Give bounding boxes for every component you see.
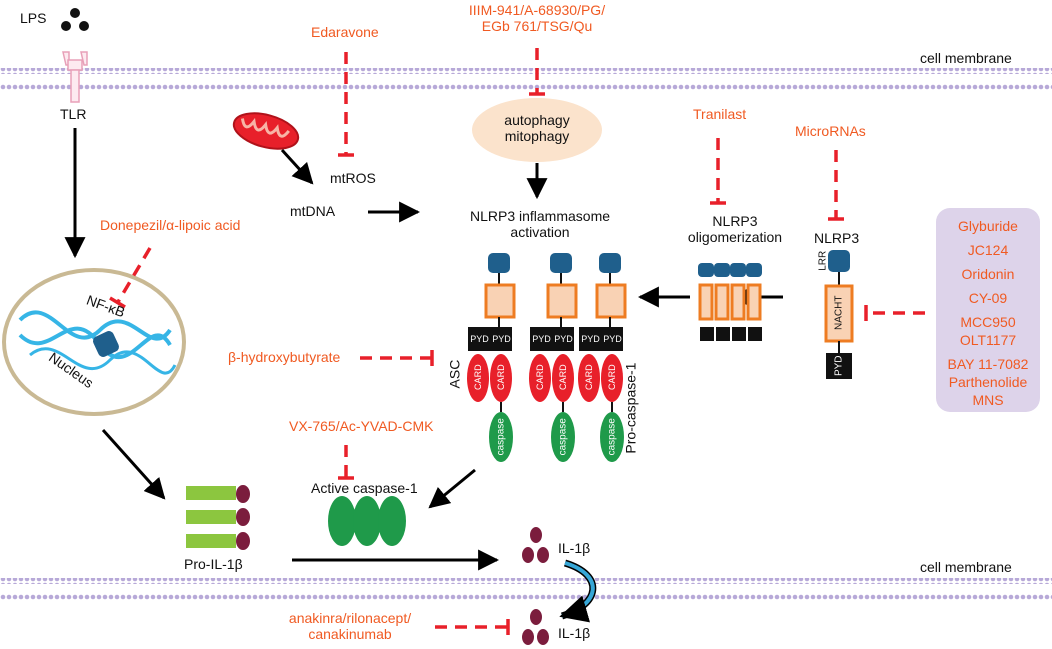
edaravone-label: Edaravone (311, 24, 379, 40)
nlrp3-oligomerization-label: NLRP3 oligomerization (687, 213, 783, 246)
pyd-label: PYD (470, 334, 489, 344)
inhibitor-item: OLT1177 (959, 332, 1017, 348)
mitochondrion-icon (232, 112, 300, 150)
anakinra-label: anakinra/rilonacept/ canakinumab (288, 610, 412, 643)
bottom-membrane (0, 578, 1052, 600)
nlrp3-inhibitor-box: Glyburide JC124 Oridonin CY-09 MCC950 OL… (936, 208, 1040, 412)
tlr-label: TLR (60, 106, 87, 122)
inhibitor-item: CY-09 (968, 290, 1008, 306)
inhibitor-item: BAY 11-7082 (947, 356, 1029, 372)
caspase-label: caspase (495, 418, 507, 456)
inhibitor-item: JC124 (967, 242, 1009, 258)
card-label: CARD (583, 364, 594, 390)
il1b-bottom-label: IL-1β (558, 625, 591, 641)
autophagy-label: autophagy mitophagy (504, 112, 570, 145)
pro-il1b-shapes (186, 485, 250, 550)
autophagy-inducers-label: IIIM-941/A-68930/PG/ EGb 761/TSG/Qu (468, 2, 606, 35)
nucleus (2, 268, 186, 416)
caspase-label: caspase (606, 418, 618, 456)
lps-label: LPS (20, 10, 47, 26)
tranilast-label: Tranilast (693, 106, 747, 122)
pyd-label: PYD (603, 334, 622, 344)
inhibitor-item: Glyburide (958, 218, 1018, 234)
il1b-molecules-bottom (522, 609, 549, 645)
card-label: CARD (606, 364, 617, 390)
active-caspase-label: Active caspase-1 (311, 480, 418, 496)
nlrp3-activation-label: NLRP3 inflammasome activation (469, 208, 611, 241)
nlrp3-monomer (824, 250, 854, 379)
mtros-label: mtROS (330, 170, 376, 186)
card-label: CARD (495, 364, 506, 390)
tlr-receptor-icon (62, 51, 88, 103)
card-label: CARD (534, 364, 545, 390)
top-membrane (0, 68, 1052, 90)
inhibitor-item: MNS (972, 392, 1004, 408)
card-label: CARD (472, 364, 483, 390)
top-membrane-label: cell membrane (920, 50, 1012, 66)
pyd-label: PYD (581, 334, 600, 344)
inflammasome-complex (467, 253, 627, 462)
caspase-label: caspase (557, 418, 569, 456)
micrornas-label: MicroRNAs (795, 123, 866, 139)
bhb-label: β-hydroxybutyrate (228, 349, 341, 365)
pyd-label: PYD (554, 334, 573, 344)
active-caspase-shapes (328, 496, 406, 546)
inhibitor-item: Parthenolide (948, 374, 1028, 390)
inhibitor-item: Oridonin (961, 266, 1015, 282)
pyd-label: PYD (833, 355, 845, 377)
inhibitor-item: MCC950 (960, 314, 1016, 330)
pyd-label: PYD (492, 334, 511, 344)
card-label: CARD (557, 364, 568, 390)
lrr-label: LRR (817, 250, 829, 271)
nacht-label: NACHT (833, 295, 845, 330)
nlrp3-label: NLRP3 (814, 230, 860, 246)
il1b-molecules-top (522, 527, 549, 563)
asc-label: ASC (446, 359, 463, 389)
autophagy-bubble (472, 98, 602, 162)
lps-molecules (61, 8, 89, 31)
il1b-top-label: IL-1β (558, 540, 591, 556)
bottom-membrane-label: cell membrane (920, 559, 1012, 575)
mtdna-label: mtDNA (290, 203, 336, 219)
donepezil-label: Donepezil/α-lipoic acid (100, 217, 241, 233)
pro-il1b-label: Pro-IL-1β (184, 556, 243, 572)
nlrp3-oligomer (698, 263, 762, 341)
pyd-label: PYD (532, 334, 551, 344)
vx765-label: VX-765/Ac-YVAD-CMK (289, 418, 434, 434)
pro-caspase-label: Pro-caspase-1 (622, 362, 639, 454)
inhibition-lines (109, 48, 925, 635)
